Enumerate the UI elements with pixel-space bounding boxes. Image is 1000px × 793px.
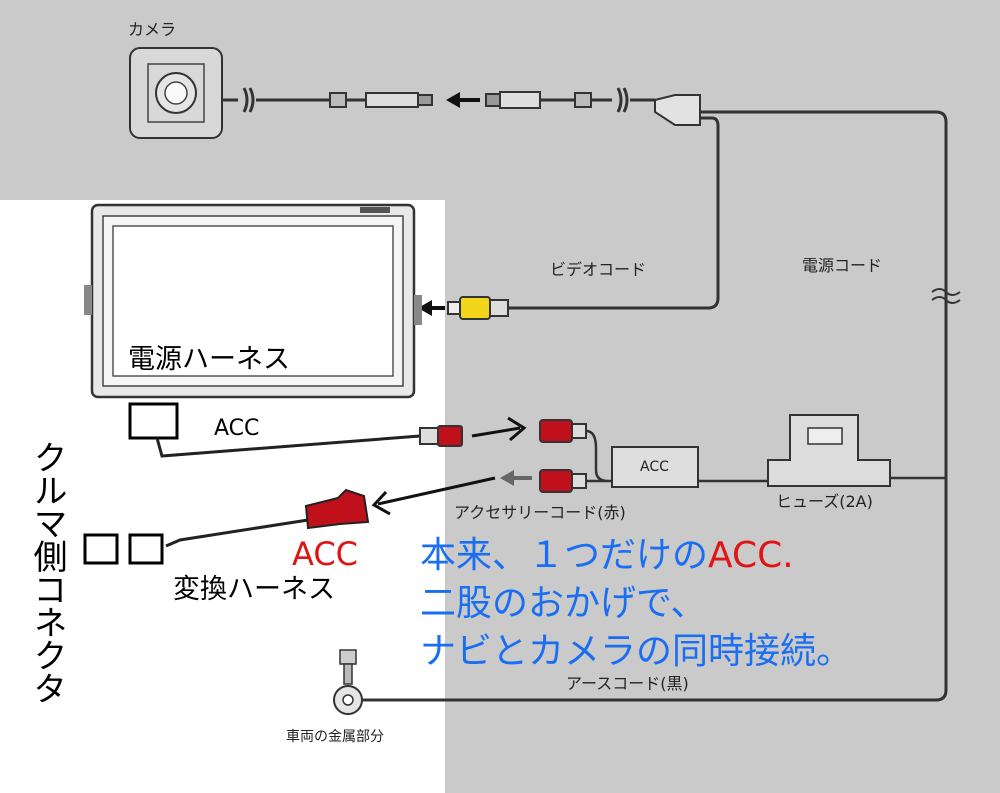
car-side-connector-label: クルマ側コネクタ bbox=[27, 440, 67, 704]
power-harness-label: 電源ハーネス bbox=[128, 344, 290, 375]
camera-label: カメラ bbox=[128, 20, 177, 39]
conversion-harness-red-connector bbox=[304, 488, 370, 530]
note-line-1: 本来、１つだけのACC. bbox=[420, 538, 794, 574]
power-cord-break bbox=[931, 288, 961, 304]
vehicle-metal-label: 車両の金属部分 bbox=[286, 729, 384, 745]
note-acc-red: ACC. bbox=[708, 535, 794, 576]
note-line-2: 二股のおかげで、 bbox=[420, 583, 707, 624]
camera-extension-cable bbox=[485, 87, 701, 126]
acc-red-label: ACC bbox=[292, 535, 359, 573]
video-cord-label: ビデオコード bbox=[550, 260, 647, 279]
conversion-harness-wire bbox=[165, 518, 309, 548]
yellow-video-plug bbox=[447, 296, 509, 320]
hand-drawn-arrowhead-to-accessory bbox=[507, 416, 527, 442]
hand-drawn-arrow-to-accessory bbox=[471, 426, 521, 438]
conversion-harness-label: 変換ハーネス bbox=[173, 574, 335, 605]
camera-cable bbox=[222, 87, 433, 113]
manual-arrowhead-accessory bbox=[500, 470, 514, 486]
accessory-cord-label: アクセサリーコード(赤) bbox=[454, 503, 626, 522]
white-paste-panel-lower bbox=[0, 505, 380, 793]
acc-splitter-box-label: ACC bbox=[640, 459, 669, 475]
car-connector-box-1 bbox=[83, 533, 119, 565]
accessory-cord-red-connector-upper bbox=[539, 419, 587, 443]
car-connector-box-2 bbox=[128, 533, 164, 565]
fuse-label: ヒューズ(2A) bbox=[776, 492, 873, 511]
power-harness-connector-box bbox=[128, 402, 179, 440]
acc-wire bbox=[155, 434, 421, 458]
accessory-cord-red-connector-lower bbox=[539, 469, 587, 493]
note-line-3: ナビとカメラの同時接続。 bbox=[420, 631, 853, 672]
camera-unit bbox=[129, 47, 223, 139]
connect-arrowhead-camera bbox=[446, 92, 460, 108]
acc-splitter-box bbox=[611, 446, 699, 488]
power-cord-line bbox=[378, 110, 948, 702]
ground-cord-label: アースコード(黒) bbox=[566, 674, 689, 693]
power-cord-label: 電源コード bbox=[802, 256, 883, 275]
hand-drawn-arrow-to-conversion bbox=[377, 476, 496, 506]
ground-bolt bbox=[333, 649, 378, 715]
connect-arrowhead-video bbox=[418, 300, 432, 316]
hand-drawn-arrowhead-to-conversion bbox=[371, 490, 391, 516]
accessory-cord-y-split bbox=[585, 429, 612, 483]
acc-red-connector-monitor-side bbox=[419, 425, 463, 447]
note-line-1-text: 本来、１つだけの bbox=[420, 535, 709, 576]
acc-wire-label: ACC bbox=[214, 416, 260, 441]
video-cord-line bbox=[508, 116, 720, 310]
fuse-holder bbox=[767, 414, 891, 487]
